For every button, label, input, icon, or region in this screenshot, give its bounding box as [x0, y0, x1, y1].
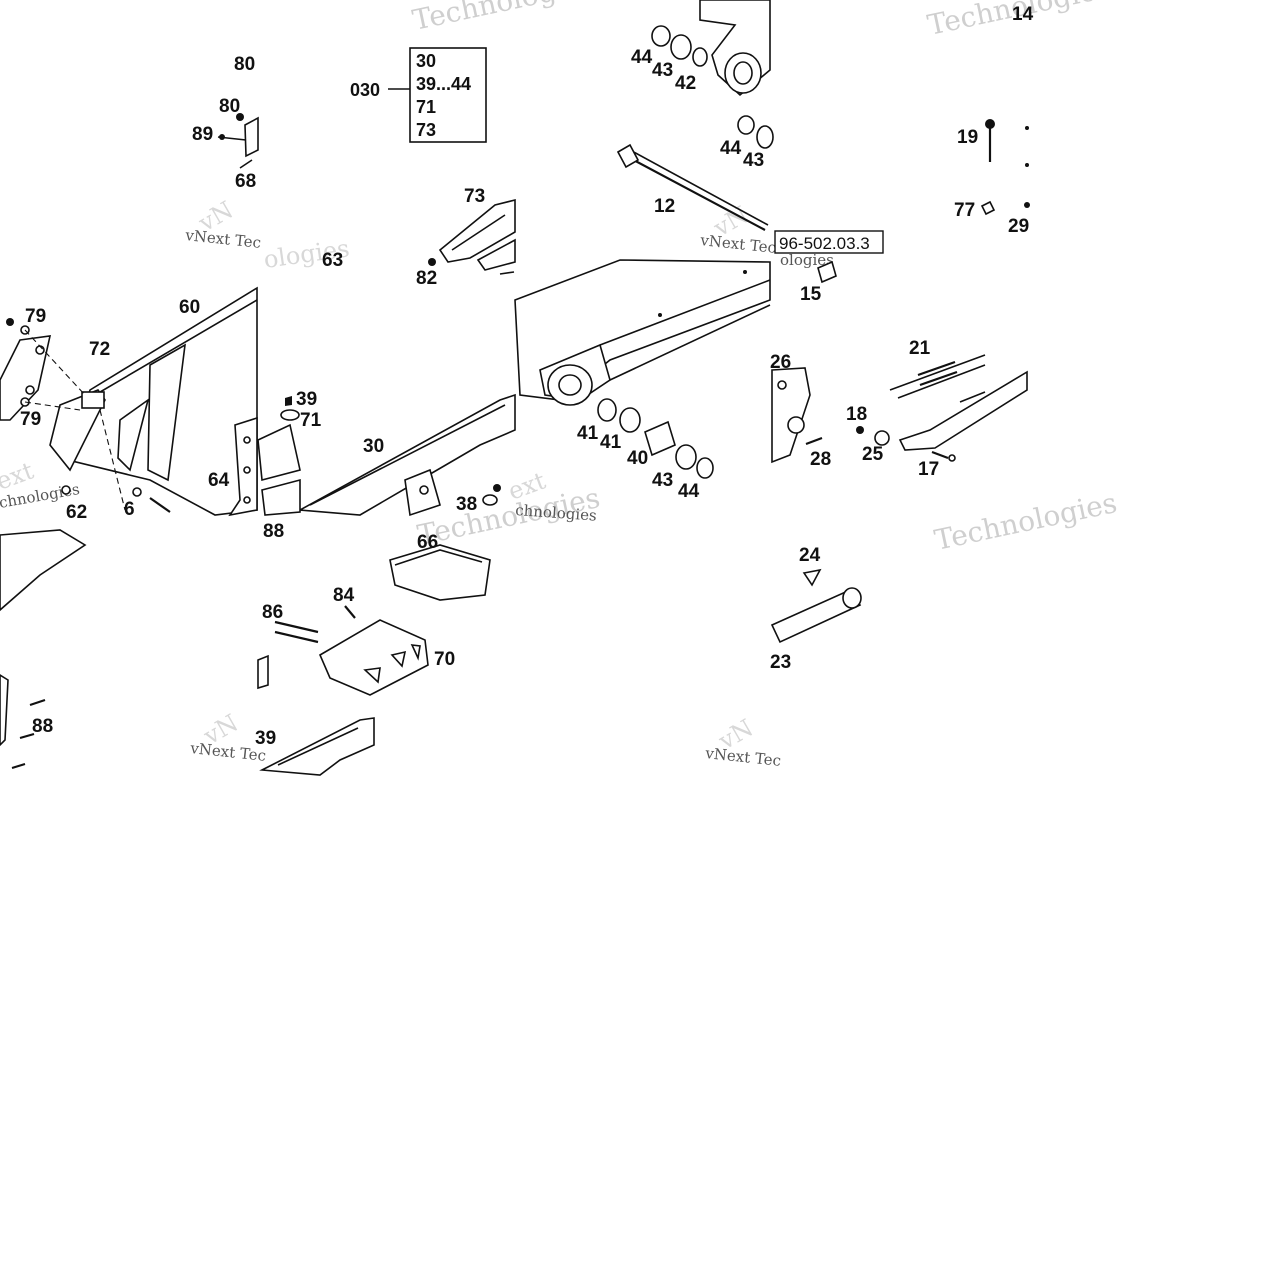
part-label: 42 — [675, 73, 696, 94]
swingarm-arm-39 — [259, 717, 375, 776]
part-label: 44 — [720, 138, 742, 159]
part-label: 82 — [416, 268, 437, 289]
part-label: 43 — [652, 60, 673, 81]
kit-content-item: 71 — [416, 97, 436, 117]
part-label: 24 — [799, 545, 821, 566]
part-label: 88 — [263, 521, 284, 542]
part-label: 23 — [770, 652, 791, 673]
chain-slider-66 — [389, 544, 491, 601]
part-label: 80 — [219, 96, 240, 117]
part-label: 39 — [296, 389, 317, 410]
part-label: 41 — [600, 432, 622, 453]
pivot-seals-top — [616, 0, 774, 231]
part-label: 43 — [652, 470, 673, 491]
watermark-fragment: ologies — [780, 251, 834, 269]
watermark-vnext: vNext Tec — [184, 226, 262, 252]
kit-number: 030 — [350, 80, 380, 100]
watermark-vnext: vNext Tec — [699, 231, 777, 257]
kit-content-item: 73 — [416, 120, 436, 140]
brake-pedal-assembly — [771, 354, 1028, 464]
part-label: 70 — [434, 649, 455, 670]
part-label: 44 — [678, 481, 700, 502]
reference-code-box — [774, 230, 884, 254]
kit-content-item: 39...44 — [416, 74, 471, 94]
part-label: 25 — [862, 444, 884, 465]
part-label: 62 — [66, 502, 87, 523]
part-label: 71 — [300, 410, 322, 431]
part-label: 84 — [333, 585, 355, 606]
part-label: 79 — [25, 306, 46, 327]
bolt-19 — [817, 119, 1030, 284]
part-label: 73 — [464, 186, 485, 207]
part-label: 44 — [631, 47, 653, 68]
part-labels: 80 80 89 68 73 44 43 42 44 43 12 19 77 2… — [20, 4, 1034, 749]
part-label: 6 — [124, 499, 135, 520]
watermark-vnext: vNext Tec — [704, 744, 782, 770]
cover-73 — [428, 198, 516, 275]
part-label: 39 — [255, 728, 276, 749]
part-label: 29 — [1008, 216, 1029, 237]
part-label: 15 — [800, 284, 822, 305]
part-label: 80 — [234, 54, 255, 75]
reference-code: 96-502.03.3 — [779, 234, 870, 253]
part-label: 72 — [89, 339, 110, 360]
part-label: 26 — [770, 352, 791, 373]
part-label: 77 — [954, 200, 975, 221]
part-label: 68 — [235, 171, 256, 192]
part-label: 41 — [577, 423, 599, 444]
part-label: 88 — [32, 716, 53, 737]
part-label: 17 — [918, 459, 939, 480]
chain-guide-60 — [0, 286, 258, 517]
part-label: 63 — [322, 250, 343, 271]
part-label: 21 — [909, 338, 931, 359]
part-label: 66 — [417, 532, 438, 553]
side-stand-23 — [770, 568, 862, 644]
swingarm-arm-30 — [257, 393, 516, 517]
watermark-fragment: chnologies — [515, 501, 598, 525]
part-label: 43 — [743, 150, 764, 171]
part-label: 40 — [627, 448, 648, 469]
part-label: 12 — [654, 196, 675, 217]
bracket-assembly-68 — [217, 113, 259, 169]
watermark-technologies: Technologies — [410, 0, 598, 37]
part-label: 28 — [810, 449, 831, 470]
watermark-technologies: Technologies — [932, 486, 1120, 557]
chain-guide-70 — [257, 605, 429, 696]
kit-content-item: 30 — [416, 51, 436, 71]
swingarm-pivot — [514, 259, 771, 479]
kit-box — [388, 47, 487, 143]
part-label: 30 — [363, 436, 384, 457]
part-label: 38 — [456, 494, 477, 515]
part-label: 64 — [208, 470, 230, 491]
rear-fender — [0, 529, 87, 770]
part-label: 60 — [179, 297, 200, 318]
part-label: 89 — [192, 124, 213, 145]
part-label: 18 — [846, 404, 867, 425]
part-label: 14 — [1012, 4, 1034, 25]
part-label: 79 — [20, 409, 41, 430]
part-label: 86 — [262, 602, 283, 623]
part-label: 19 — [957, 127, 978, 148]
